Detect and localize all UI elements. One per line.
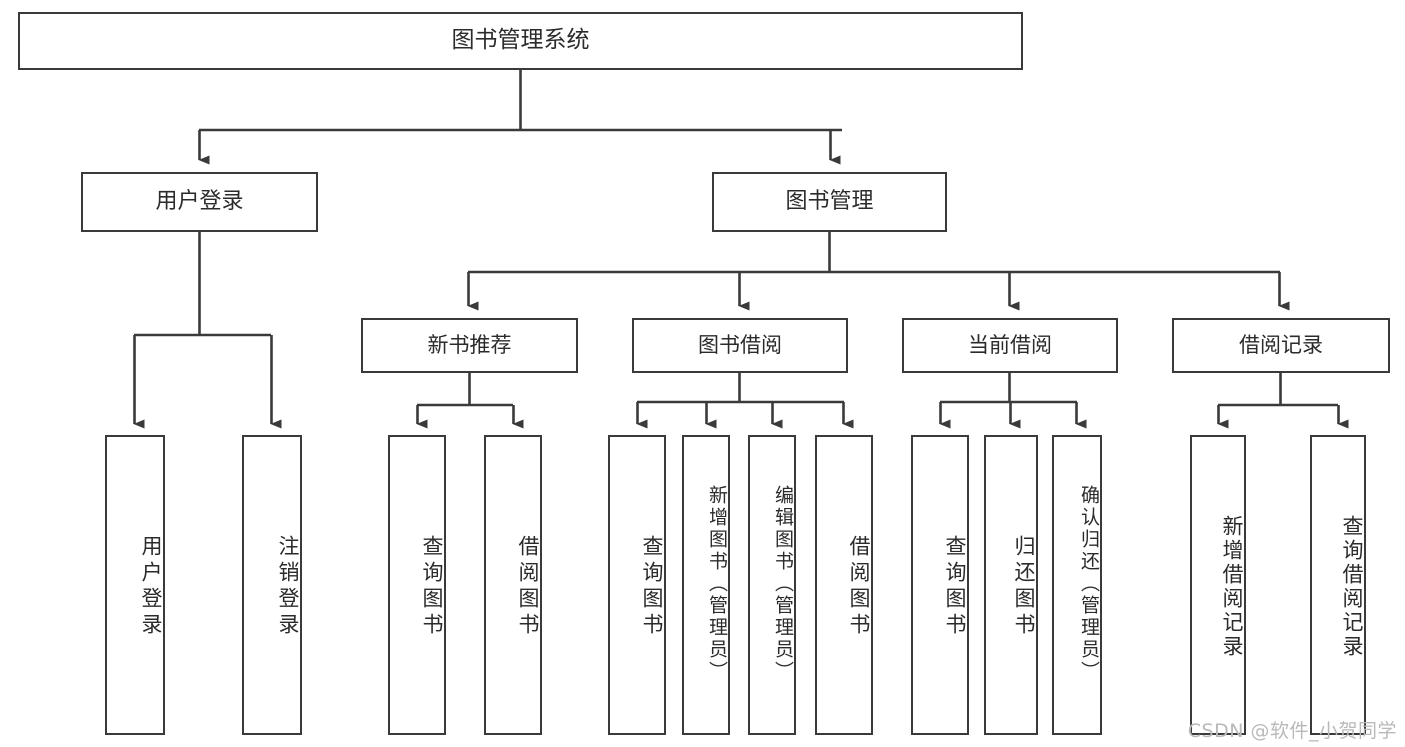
node-leaf-add-book-label: 新增图书（管理员） xyxy=(706,485,728,683)
node-new-book-recommend-label: 新书推荐 xyxy=(427,333,512,358)
node-user-login-label: 用户登录 xyxy=(155,189,244,215)
node-leaf-borrow-book-1-label: 借阅图书 xyxy=(516,535,540,639)
node-book-borrow-label: 图书借阅 xyxy=(698,333,782,358)
node-leaf-logout-label: 注销登录 xyxy=(276,535,300,639)
node-new-book-recommend[interactable]: 新书推荐 xyxy=(361,318,578,373)
node-leaf-return-book-label: 归还图书 xyxy=(1012,535,1036,639)
node-user-login[interactable]: 用户登录 xyxy=(81,172,318,232)
node-borrow-record[interactable]: 借阅记录 xyxy=(1172,318,1390,373)
node-leaf-logout[interactable]: 注销登录 xyxy=(242,435,302,735)
node-leaf-query-book-1[interactable]: 查询图书 xyxy=(388,435,446,735)
node-book-borrow[interactable]: 图书借阅 xyxy=(632,318,848,373)
node-leaf-query-book-3[interactable]: 查询图书 xyxy=(911,435,969,735)
node-leaf-add-book[interactable]: 新增图书（管理员） xyxy=(682,435,730,735)
node-leaf-add-record-label: 新增借阅记录 xyxy=(1220,515,1244,659)
node-leaf-query-record[interactable]: 查询借阅记录 xyxy=(1310,435,1366,735)
node-leaf-query-book-3-label: 查询图书 xyxy=(943,535,967,639)
node-leaf-add-record[interactable]: 新增借阅记录 xyxy=(1190,435,1246,735)
node-borrow-record-label: 借阅记录 xyxy=(1239,333,1323,358)
node-leaf-query-book-2-label: 查询图书 xyxy=(640,535,664,639)
node-leaf-confirm-return-label: 确认归还（管理员） xyxy=(1078,485,1100,683)
node-leaf-query-book-1-label: 查询图书 xyxy=(420,535,444,639)
node-leaf-edit-book-label: 编辑图书（管理员） xyxy=(772,485,794,683)
node-root[interactable]: 图书管理系统 xyxy=(18,12,1023,70)
node-leaf-edit-book[interactable]: 编辑图书（管理员） xyxy=(748,435,796,735)
node-root-label: 图书管理系统 xyxy=(451,27,590,54)
node-current-borrow-label: 当前借阅 xyxy=(968,333,1052,358)
node-book-manage-label: 图书管理 xyxy=(785,189,874,215)
node-leaf-return-book[interactable]: 归还图书 xyxy=(984,435,1038,735)
node-leaf-query-book-2[interactable]: 查询图书 xyxy=(608,435,666,735)
node-leaf-user-login[interactable]: 用户登录 xyxy=(105,435,165,735)
node-leaf-query-record-label: 查询借阅记录 xyxy=(1340,515,1364,659)
csdn-watermark: CSDN @软件_小贺同学 xyxy=(1187,720,1397,742)
node-current-borrow[interactable]: 当前借阅 xyxy=(902,318,1118,373)
node-leaf-borrow-book-2-label: 借阅图书 xyxy=(847,535,871,639)
node-book-manage[interactable]: 图书管理 xyxy=(712,172,947,232)
node-leaf-user-login-label: 用户登录 xyxy=(139,535,163,639)
node-leaf-borrow-book-2[interactable]: 借阅图书 xyxy=(815,435,873,735)
node-leaf-confirm-return[interactable]: 确认归还（管理员） xyxy=(1052,435,1102,735)
node-leaf-borrow-book-1[interactable]: 借阅图书 xyxy=(484,435,542,735)
